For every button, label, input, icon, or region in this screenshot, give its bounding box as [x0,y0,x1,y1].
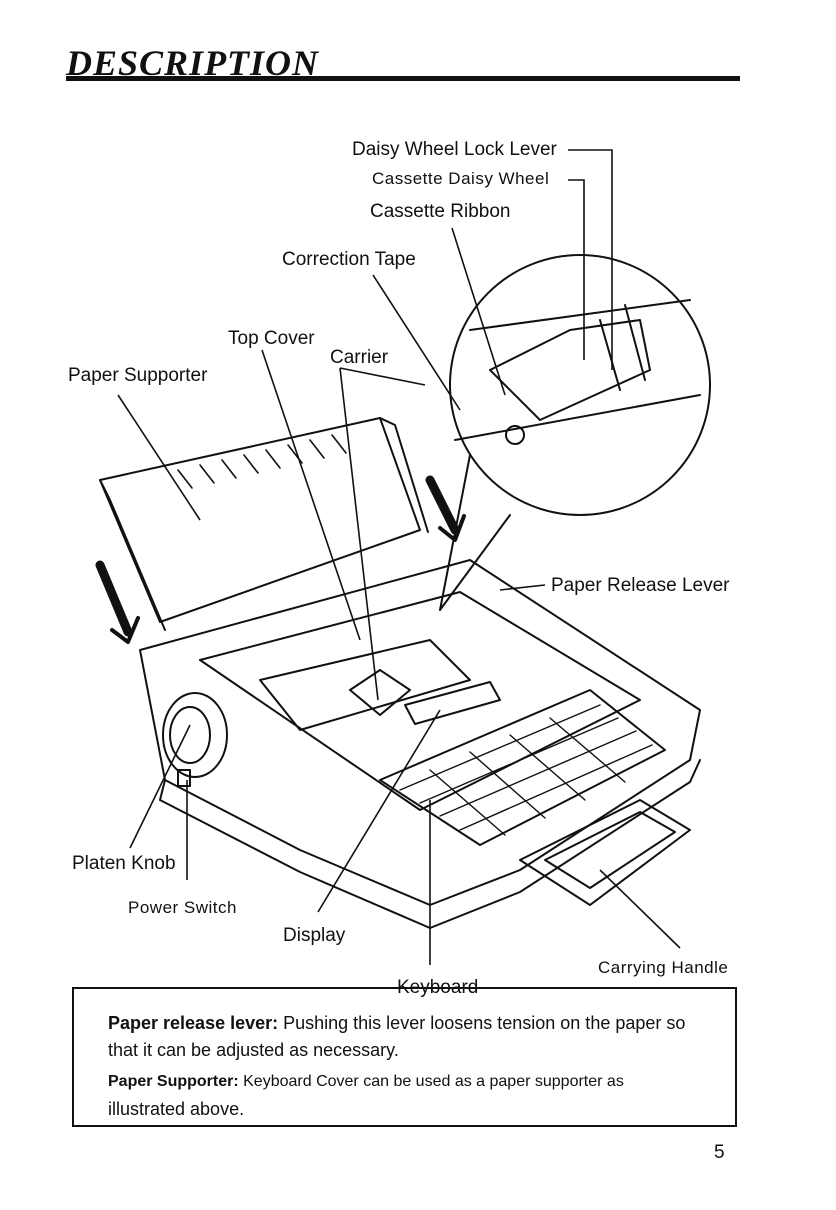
label-paper-release-lever: Paper Release Lever [551,575,730,596]
note-paper-supporter: Paper Supporter: Keyboard Cover can be u… [108,1073,624,1091]
label-top-cover: Top Cover [228,328,315,349]
notes-box: Paper release lever: Pushing this lever … [72,987,737,1127]
platen-knob [162,692,228,778]
typewriter-illustration [95,149,711,965]
note-paper-supporter-text-2: illustrated above. [108,1099,245,1119]
leader-cassette-daisy-wheel [568,179,585,360]
leader-daisy-wheel-lock-lever [568,149,613,370]
typewriter-body [139,559,701,906]
magnified-detail [449,254,711,516]
down-arrow-icon [95,560,133,637]
leader-paper-supporter [117,394,201,521]
note-paper-release-text-2: that it can be adjusted as necessary. [108,1040,399,1060]
power-switch [177,769,191,787]
label-display: Display [283,925,346,946]
carrying-handle [519,799,691,906]
leader-display [317,709,441,913]
page-number: 5 [714,1142,725,1163]
note-paper-supporter-text-1: Keyboard Cover can be used as a paper su… [238,1073,624,1090]
note-paper-release-text-1: Pushing this lever loosens tension on th… [278,1013,686,1033]
term-paper-supporter: Paper Supporter: [108,1073,239,1090]
label-carrier: Carrier [330,347,389,368]
paper-supporter [99,417,421,623]
leader-paper-release-lever [499,584,546,591]
display [404,681,501,725]
label-cassette-ribbon: Cassette Ribbon [370,201,511,222]
note-paper-release: Paper release lever: Pushing this lever … [108,1013,685,1034]
term-paper-release-lever: Paper release lever: [108,1013,279,1033]
leader-carrier [339,367,426,701]
label-power-switch: Power Switch [128,898,237,917]
leader-correction-tape [372,274,461,411]
label-correction-tape: Correction Tape [282,249,416,270]
down-arrow-icon [425,475,460,535]
label-platen-knob: Platen Knob [72,853,176,874]
label-cassette-daisy-wheel: Cassette Daisy Wheel [372,169,550,188]
leader-platen-knob [129,724,191,849]
label-paper-supporter: Paper Supporter [68,365,208,386]
label-carrying-handle: Carrying Handle [598,958,729,977]
keyboard [379,689,666,846]
label-daisy-wheel-lock-lever: Daisy Wheel Lock Lever [352,139,557,160]
leader-carrying-handle [599,869,681,949]
title-rule [66,76,740,81]
leader-top-cover [261,349,361,641]
leader-cassette-ribbon [451,227,506,396]
